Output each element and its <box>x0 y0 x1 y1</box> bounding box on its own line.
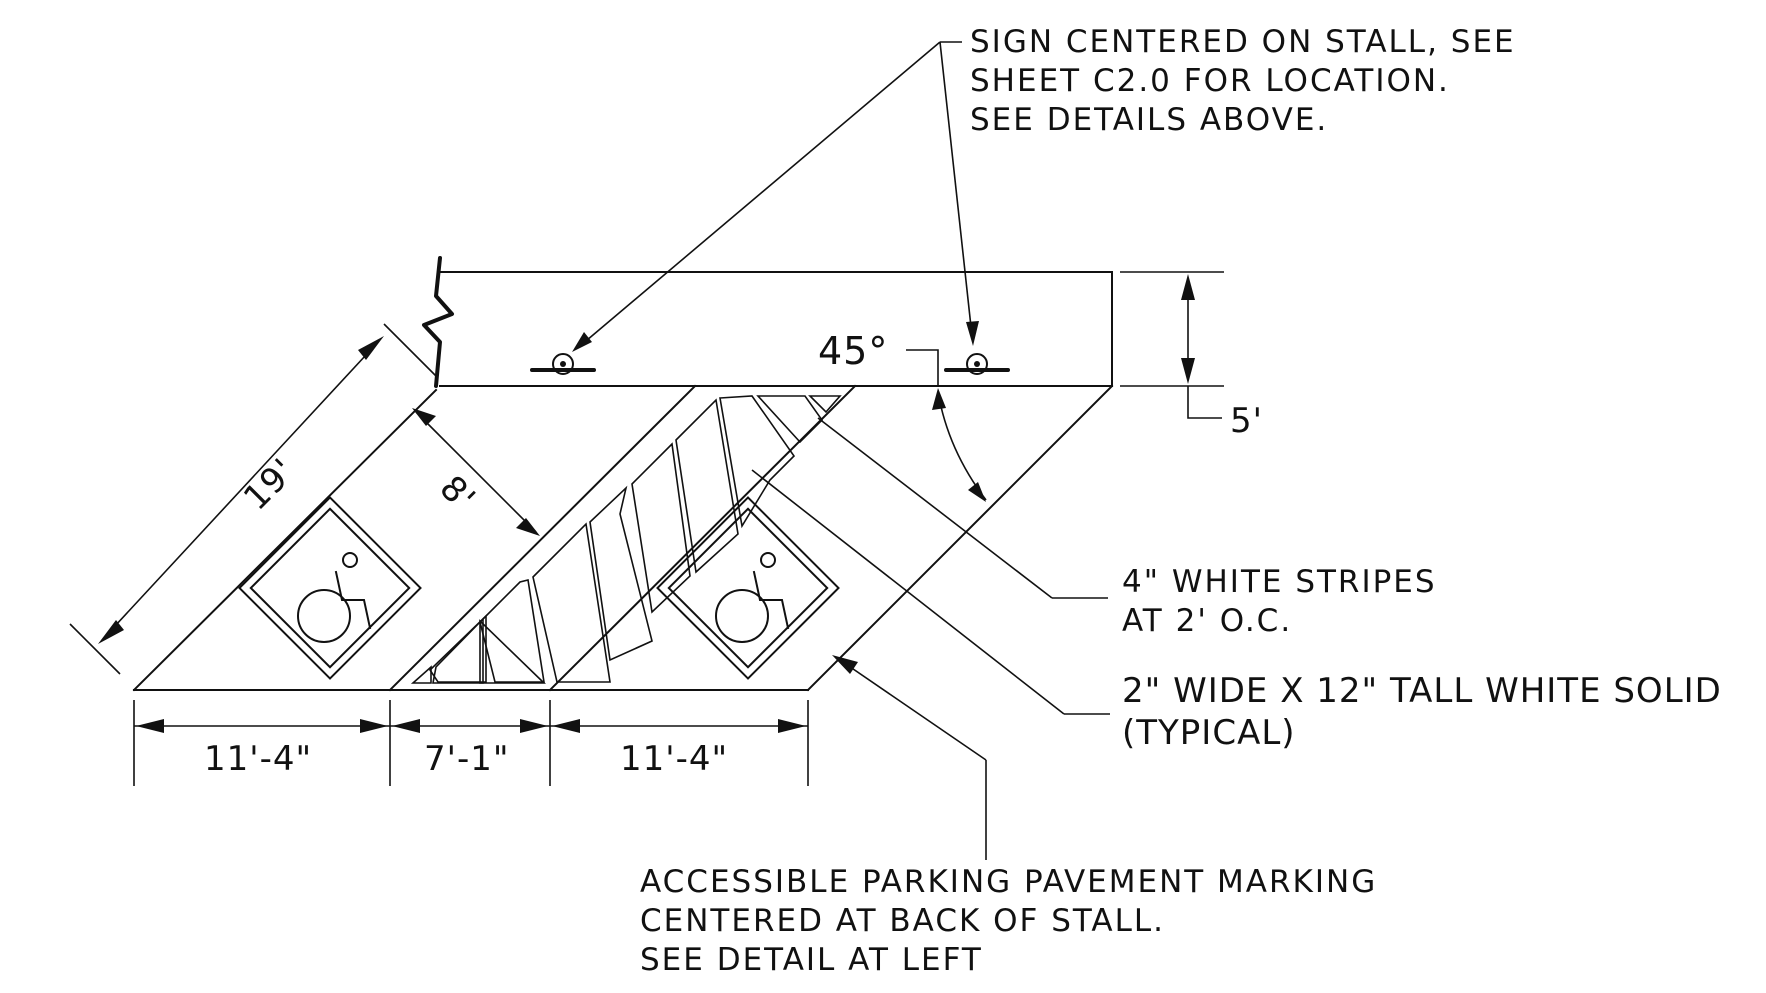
sign-note-line-1: SIGN CENTERED ON STALL, SEE <box>970 24 1516 60</box>
walk-depth-dimension <box>1120 271 1224 419</box>
bottom-dimensions <box>133 700 809 786</box>
aisle-width-label: 8' <box>432 468 484 520</box>
sign-note-line-3: SEE DETAILS ABOVE. <box>970 102 1328 138</box>
aisle-stripes <box>410 395 842 684</box>
angle-label: 45° <box>818 329 888 373</box>
marking-note-line-2: CENTERED AT BACK OF STALL. <box>640 903 1165 939</box>
stripes-leader <box>817 417 1108 599</box>
sidewalk <box>422 256 1113 388</box>
dim-right-label: 11'-4" <box>620 739 728 779</box>
marking-leader <box>832 655 987 860</box>
aisle-width-dimension <box>412 408 540 536</box>
stripes-note-line-1: 4" WHITE STRIPES <box>1122 564 1437 600</box>
dim-middle-label: 7'-1" <box>424 739 510 779</box>
marking-note-line-3: SEE DETAIL AT LEFT <box>640 942 983 978</box>
accessible-symbol-right <box>656 496 840 680</box>
accessible-symbol-left <box>238 496 422 680</box>
solid-note-line-2: (TYPICAL) <box>1122 713 1296 753</box>
sign-note-line-2: SHEET C2.0 FOR LOCATION. <box>970 63 1450 99</box>
stall-outline <box>132 384 1114 692</box>
wheelchair-icon <box>715 552 790 643</box>
solid-note-line-1: 2" WIDE X 12" TALL WHITE SOLID <box>1122 671 1722 711</box>
wheelchair-icon <box>297 552 372 643</box>
stall-length-dimension <box>69 323 437 675</box>
marking-note-line-1: ACCESSIBLE PARKING PAVEMENT MARKING <box>640 864 1377 900</box>
sign-left <box>530 353 596 375</box>
angle-dimension <box>906 349 987 502</box>
stripes-note-line-2: AT 2' O.C. <box>1122 603 1292 639</box>
sign-leader <box>572 41 979 352</box>
break-line <box>422 256 454 388</box>
walk-depth-label: 5' <box>1230 401 1263 441</box>
stall-length-label: 19' <box>236 451 304 519</box>
solid-leader <box>751 469 1110 715</box>
dim-left-label: 11'-4" <box>204 739 312 779</box>
sign-right <box>944 353 1010 375</box>
